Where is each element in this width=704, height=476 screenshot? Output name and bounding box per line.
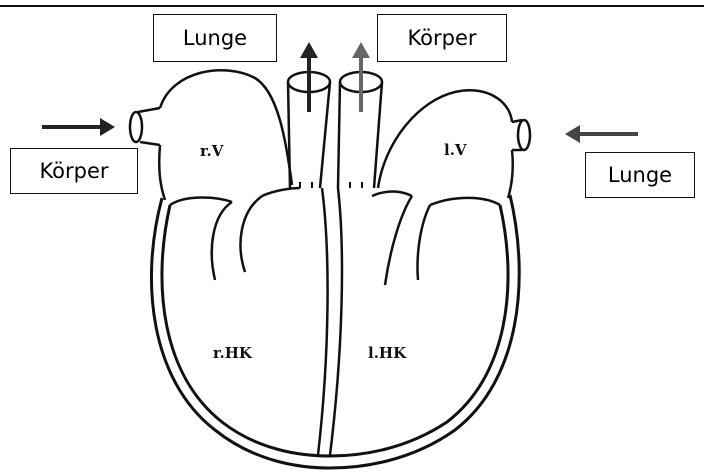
left-atrium-label: l.V xyxy=(444,141,467,159)
septum-left xyxy=(330,188,342,455)
right-valve-flap-1 xyxy=(212,202,232,280)
label-top-right: Körper xyxy=(407,26,476,50)
label-box-top-right: Körper xyxy=(377,14,507,62)
arrow-into-right-atrium xyxy=(42,118,115,136)
right-av-floor xyxy=(170,188,300,205)
label-box-top-left: Lunge xyxy=(153,14,277,62)
pulmonary-vein-opening xyxy=(518,120,530,150)
left-ventricle-label: l.HK xyxy=(368,344,407,362)
right-valve-flap-2 xyxy=(241,196,262,272)
right-atrium-outline xyxy=(160,70,292,185)
left-valve-flap-2 xyxy=(418,205,431,280)
vena-cava-opening xyxy=(130,112,142,142)
left-av-floor xyxy=(372,192,500,206)
arrow-out-aorta xyxy=(352,42,370,112)
left-valve-flap-1 xyxy=(385,196,412,285)
label-box-mid-left: Körper xyxy=(10,148,138,194)
right-atrium-lower xyxy=(159,145,165,200)
outer-heart-wall xyxy=(151,195,519,468)
arrow-out-pulmonary xyxy=(300,42,318,112)
label-box-mid-right: Lunge xyxy=(585,152,695,198)
semilunar-valves xyxy=(300,182,362,188)
arrow-into-left-atrium xyxy=(565,125,638,143)
left-atrium-outline xyxy=(378,90,512,188)
label-mid-right: Lunge xyxy=(608,163,672,187)
label-mid-left: Körper xyxy=(39,159,108,183)
right-ventricle-label: r.HK xyxy=(213,344,253,362)
septum-right xyxy=(318,188,328,455)
left-atrium-lower xyxy=(508,150,513,198)
label-top-left: Lunge xyxy=(183,26,247,50)
right-atrium-label: r.V xyxy=(200,142,224,160)
